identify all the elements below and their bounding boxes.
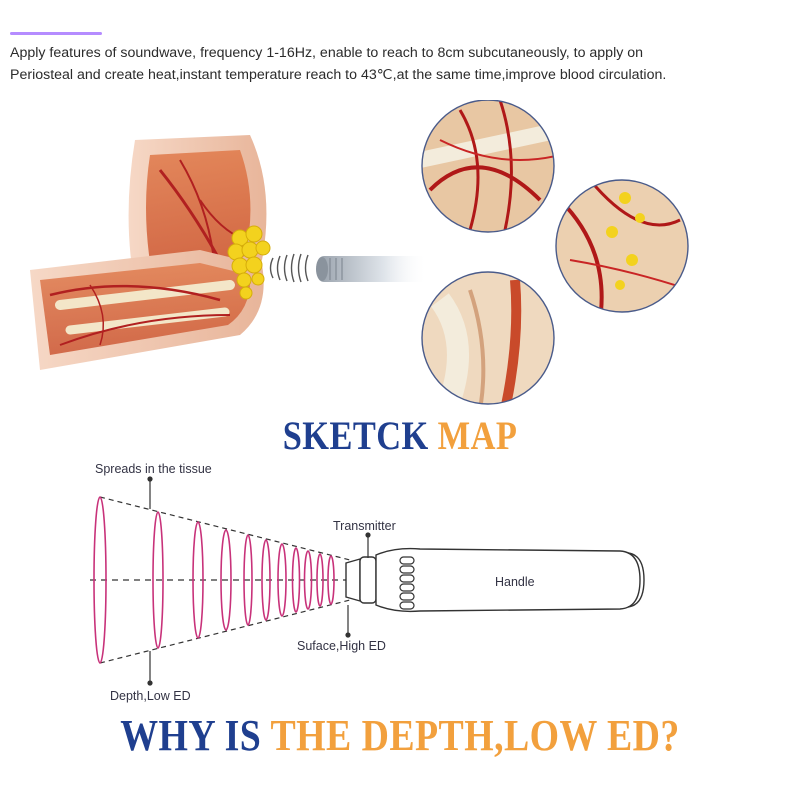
leader-lines (147, 476, 371, 686)
elbow-illustration (30, 100, 689, 405)
sketch-map-diagram: Spreads in the tissue Transmitter Handle… (90, 462, 645, 703)
intro-text: Apply features of soundwave, frequency 1… (10, 42, 770, 86)
fat-deposit (227, 225, 271, 300)
why-depth-heading: WHY IS THE DEPTH,LOW ED? (56, 710, 744, 761)
probe-tip (316, 256, 428, 282)
forearm (30, 250, 264, 370)
sketch-heading-part1: SKETCK (282, 413, 429, 458)
wave-cone (90, 496, 360, 664)
label-transmitter: Transmitter (333, 519, 396, 533)
handle-device (345, 547, 645, 613)
label-surface: Suface,High ED (297, 639, 386, 653)
label-depth: Depth,Low ED (110, 689, 191, 703)
zoom-circle-1 (421, 100, 555, 233)
zoom-circle-2 (555, 179, 689, 313)
wave-arcs (269, 253, 309, 283)
label-handle: Handle (495, 575, 535, 589)
accent-bar (10, 32, 102, 35)
wavefronts (93, 496, 335, 664)
why-heading-part2: THE DEPTH,LOW ED? (270, 711, 680, 760)
sketch-heading-part2: MAP (437, 413, 518, 458)
sketch-map-heading: SKETCK MAP (56, 412, 744, 459)
why-heading-part1: WHY IS (120, 711, 262, 760)
zoom-circle-3 (421, 271, 555, 405)
label-spreads: Spreads in the tissue (95, 462, 212, 476)
intro-line-2: Periosteal and create heat,instant tempe… (10, 67, 667, 83)
handle-grip-slots (399, 556, 415, 610)
intro-line-1: Apply features of soundwave, frequency 1… (10, 45, 644, 61)
